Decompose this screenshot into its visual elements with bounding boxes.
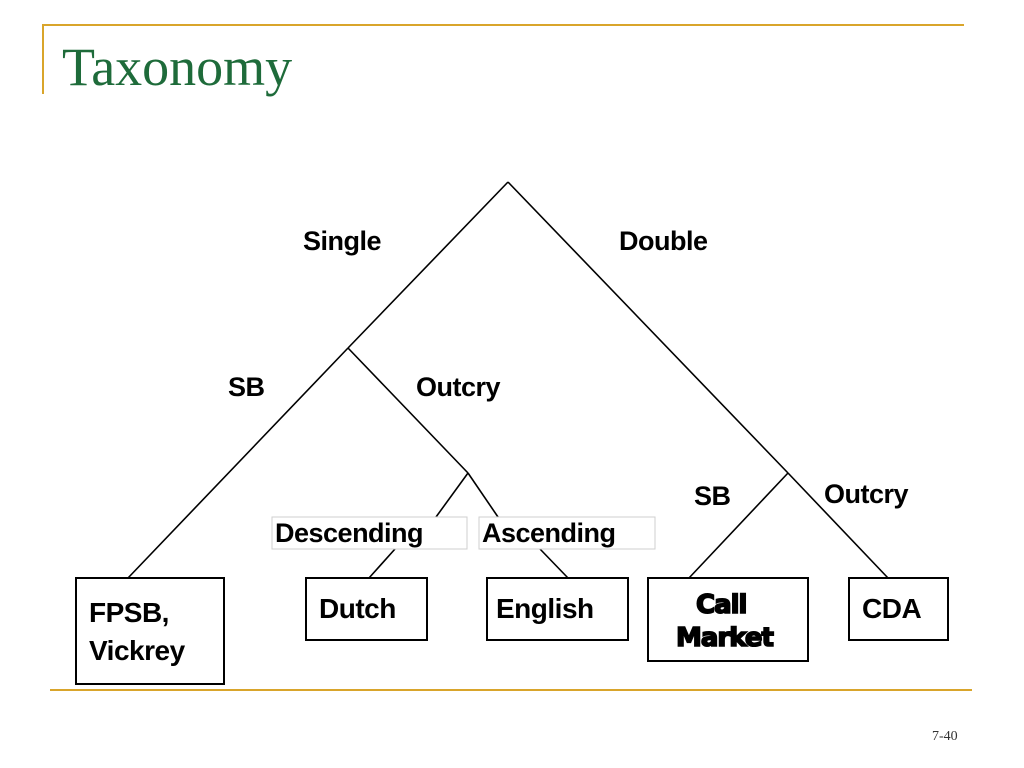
node-fpsb-vickrey: [75, 577, 225, 685]
ascending-label-box: [478, 516, 656, 550]
node-dutch-label: Dutch: [319, 593, 396, 624]
page-number: 7-40: [932, 729, 958, 744]
slide-title: Taxonomy: [62, 37, 293, 97]
node-english: [486, 577, 629, 641]
label-single-sb: SB: [228, 372, 265, 402]
node-cda: [848, 577, 949, 641]
label-double: Double: [619, 226, 708, 256]
node-english-label: English: [496, 593, 594, 624]
edge-single-outcry: [347, 347, 469, 474]
node-call-market: [647, 577, 809, 662]
edge-outcry-ascending: [467, 472, 499, 518]
label-double-outcry: Outcry: [824, 479, 909, 509]
label-double-sb: SB: [694, 481, 731, 511]
descending-label-box: [271, 516, 468, 550]
node-call-line1: Call: [696, 590, 746, 620]
label-descending: Descending: [275, 518, 423, 548]
edge-double-sb: [688, 472, 789, 579]
node-fpsb-line2: Vickrey: [89, 635, 186, 666]
label-ascending: Ascending: [482, 518, 616, 548]
edge-root-single: [347, 181, 509, 349]
node-dutch: [305, 577, 428, 641]
edge-single-sb: [127, 347, 349, 579]
title-left-rule: [42, 24, 44, 94]
footer-rule: [50, 689, 972, 691]
edge-double-outcry: [787, 472, 889, 579]
title-top-rule: [42, 24, 964, 26]
node-call-line2: Market: [676, 623, 773, 653]
label-single-outcry: Outcry: [416, 372, 501, 402]
edge-outcry-descending: [435, 472, 469, 518]
edge-root-double: [507, 181, 789, 474]
node-cda-label: CDA: [862, 593, 921, 624]
edge-descending-dutch: [368, 548, 396, 579]
label-single: Single: [303, 226, 381, 256]
node-fpsb-line1: FPSB,: [89, 597, 169, 628]
edge-ascending-english: [539, 548, 569, 579]
